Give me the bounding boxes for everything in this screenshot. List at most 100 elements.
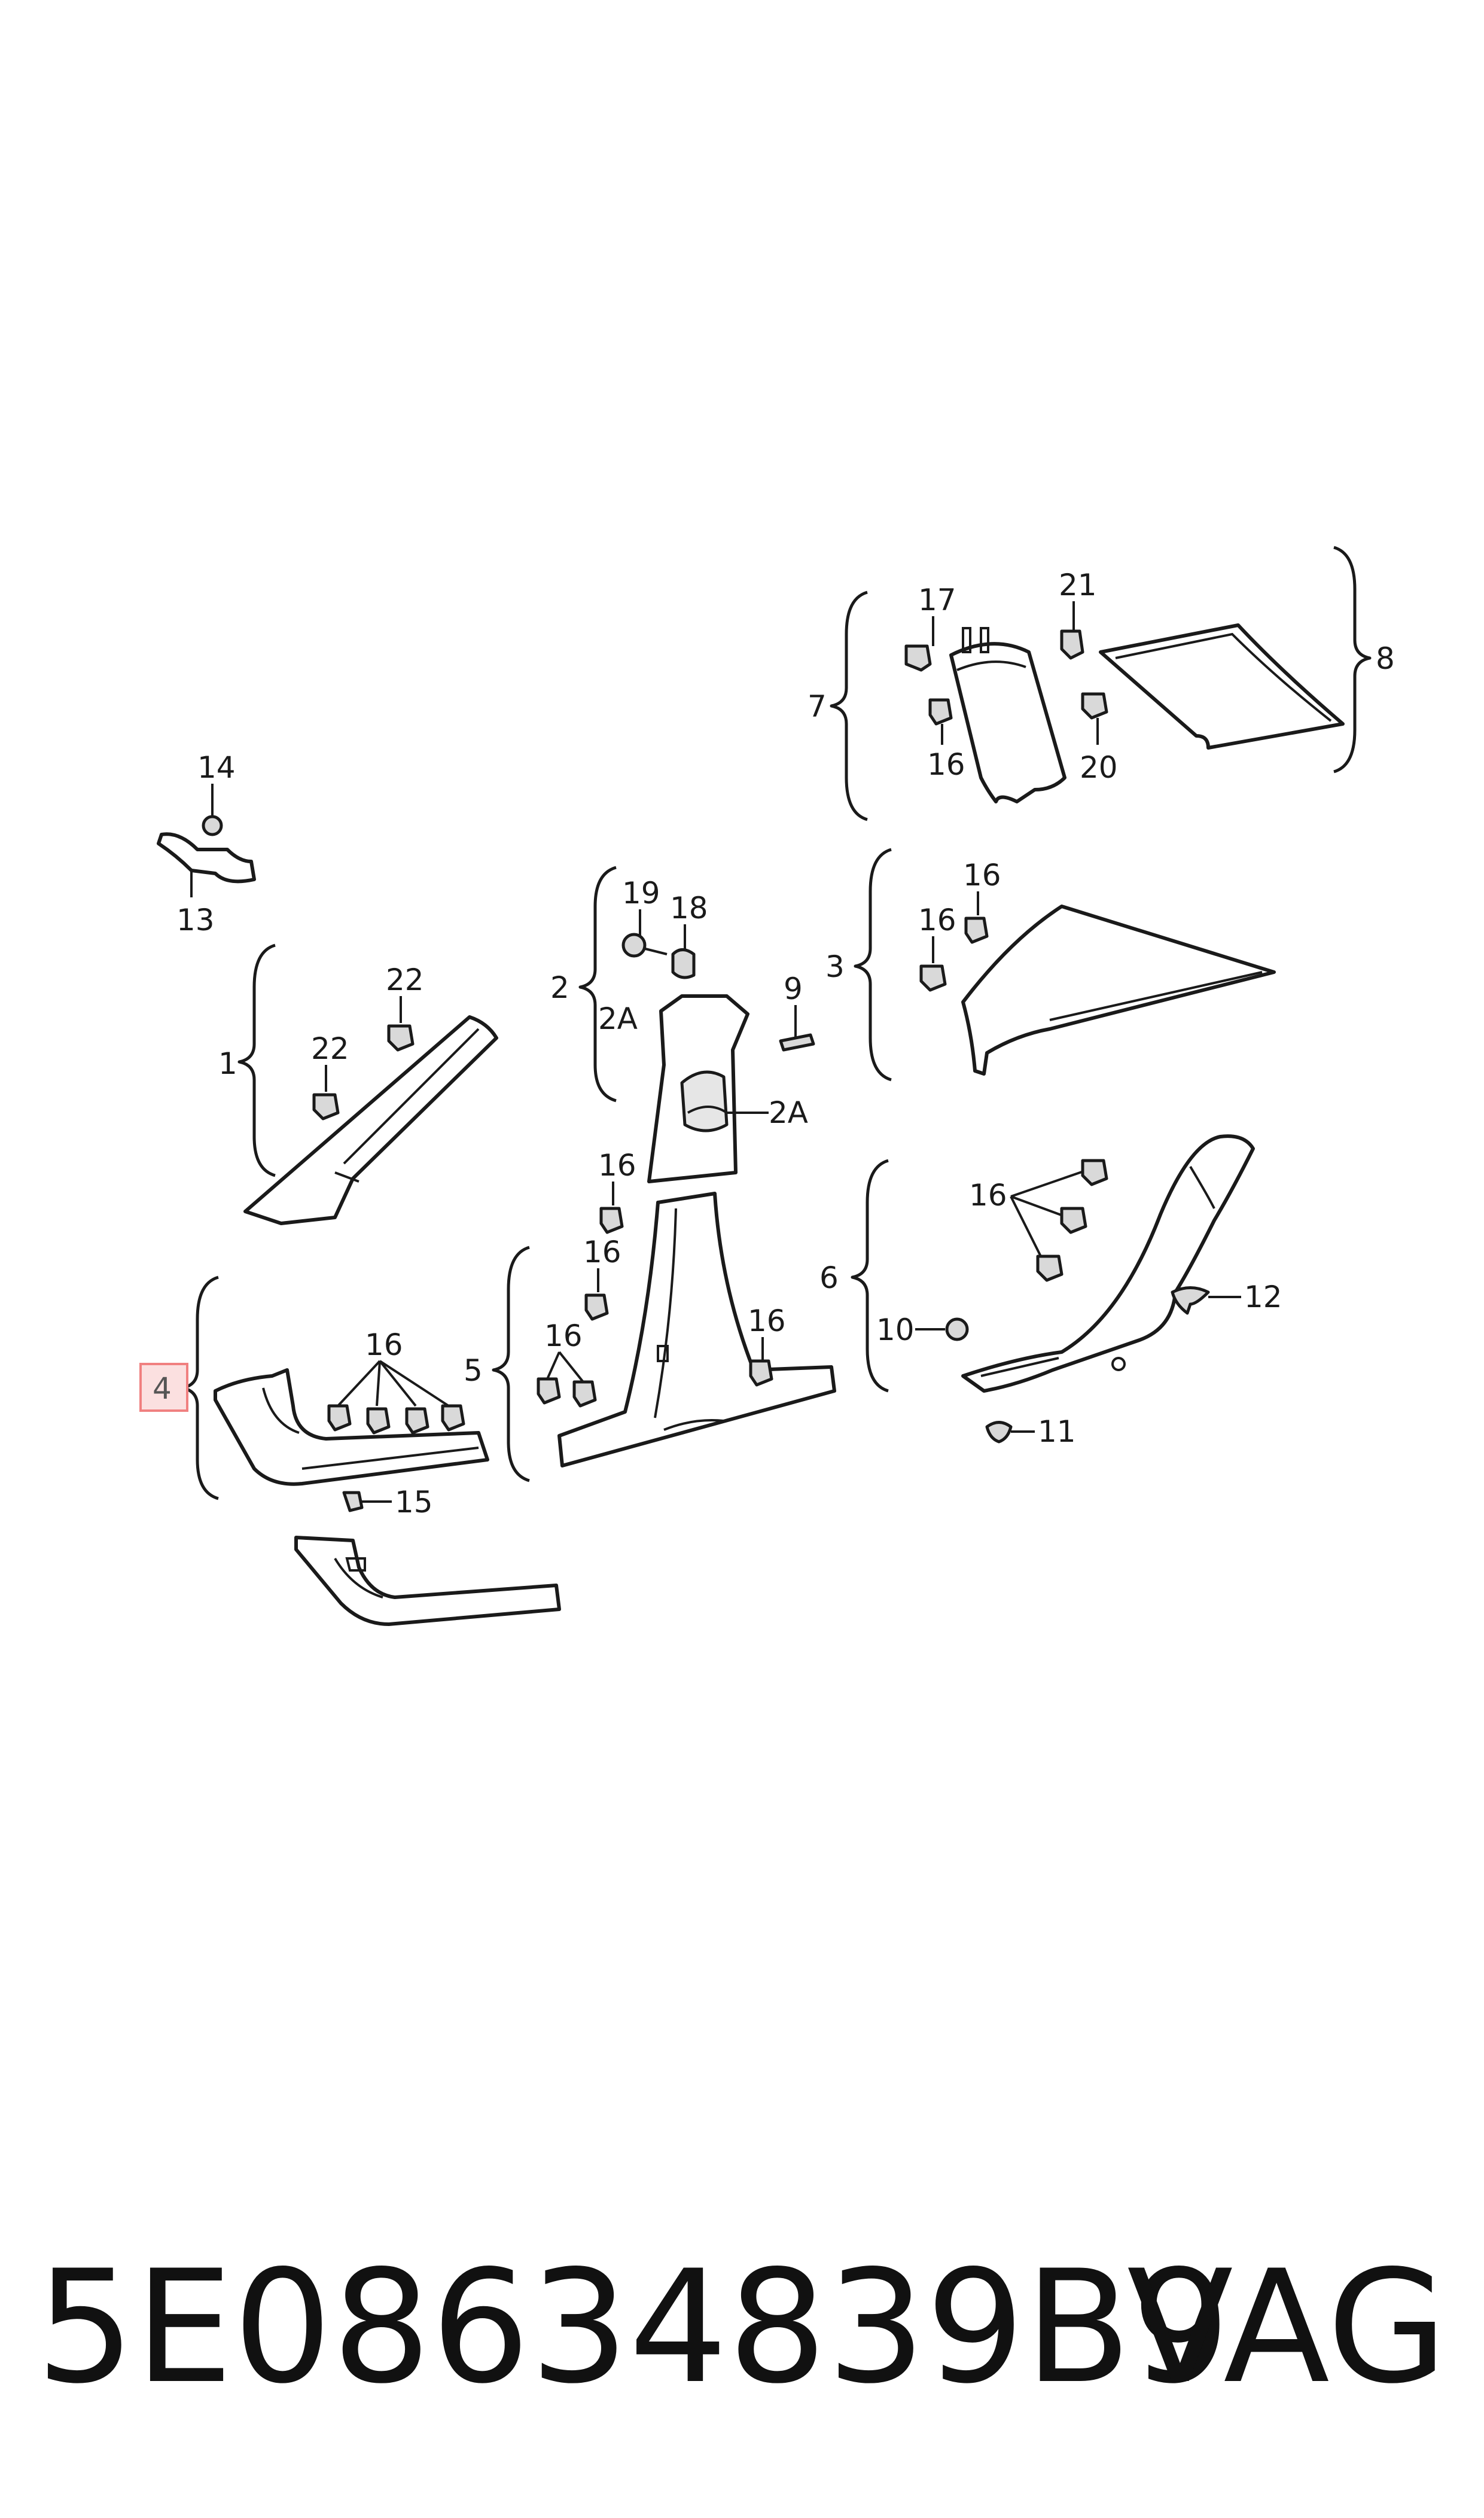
part-3-trim	[961, 905, 1276, 1076]
part-1-detail	[334, 1028, 480, 1183]
label-8: 8	[1376, 641, 1395, 676]
label-16-g3-mid: 16	[918, 903, 956, 937]
part-4-lower-detail	[334, 1557, 383, 1599]
clip-15	[342, 1491, 364, 1512]
label-13: 13	[176, 903, 215, 937]
clip-20	[1081, 692, 1108, 720]
part-7-trim	[949, 642, 1066, 803]
label-22-mid: 22	[311, 1031, 349, 1066]
leader-16-g4	[337, 1360, 450, 1407]
clip-12	[1171, 1286, 1210, 1315]
part-7-detail	[956, 660, 1026, 671]
brace-5	[492, 1246, 530, 1482]
label-20: 20	[1080, 750, 1118, 785]
screw-19-head	[621, 933, 647, 958]
clip-16-g4-d	[441, 1404, 465, 1432]
clip-16-g5-top	[599, 1207, 624, 1234]
clip-17	[904, 644, 932, 672]
part-4-detail	[262, 1387, 479, 1470]
clip-16-g5-mid	[584, 1293, 609, 1321]
part-number: 5E08634839B9	[36, 2237, 1230, 2418]
part-7-peg-a	[962, 627, 971, 653]
label-16-g4: 16	[365, 1327, 403, 1362]
clip-16-g4-c	[405, 1407, 429, 1435]
clip-22-top	[387, 1024, 415, 1052]
label-16-g5-mid: 16	[583, 1235, 621, 1269]
clip-16-g5-low-b	[572, 1380, 597, 1408]
brace-1	[237, 943, 276, 1177]
label-17: 17	[918, 583, 956, 617]
label-2A-right: 2A	[769, 1095, 808, 1130]
label-10: 10	[876, 1313, 915, 1347]
part-6-trim	[961, 1134, 1255, 1393]
clip-16-g3-mid	[919, 964, 947, 992]
part-6-hole	[1111, 1357, 1126, 1371]
part-5-detail	[654, 1208, 724, 1431]
label-21: 21	[1059, 568, 1097, 602]
label-15: 15	[395, 1485, 433, 1520]
clip-16-g3-top	[964, 917, 989, 944]
clip-16-g5-low-a	[537, 1377, 561, 1405]
part-13-bracket	[157, 832, 256, 884]
label-2: 2	[550, 970, 569, 1005]
label-2A-left: 2A	[598, 1001, 638, 1036]
label-3: 3	[825, 949, 845, 984]
label-7: 7	[807, 689, 827, 724]
part-2-pocket	[680, 1070, 729, 1132]
brand-name: VAG	[1127, 2237, 1448, 2418]
clip-16-g6-a	[1081, 1159, 1108, 1186]
leader-16-g5-low	[546, 1351, 584, 1383]
part-2-handle	[687, 1106, 728, 1114]
label-9: 9	[784, 972, 803, 1006]
label-18: 18	[670, 891, 708, 925]
clip-16-g5-right	[749, 1359, 773, 1387]
label-4: 4	[153, 1371, 172, 1406]
label-1: 1	[218, 1046, 237, 1081]
clip-16-g6-c	[1036, 1255, 1064, 1282]
highlight-box-4	[139, 1363, 188, 1412]
part-3-detail	[1049, 971, 1263, 1021]
label-5: 5	[464, 1353, 483, 1388]
part-4-lower-sill	[294, 1536, 561, 1626]
clip-16-g6-b	[1060, 1207, 1087, 1234]
label-16-g3-top: 16	[963, 858, 1001, 893]
part-8-trim	[1099, 623, 1345, 750]
label-16-g6: 16	[969, 1178, 1007, 1213]
brace-6	[851, 1159, 889, 1393]
part-5-slot	[657, 1345, 669, 1362]
clip-9	[779, 1033, 815, 1052]
label-11: 11	[1038, 1414, 1076, 1449]
clip-18	[671, 948, 696, 979]
clip-16-row7	[928, 698, 953, 726]
label-22-top: 22	[386, 963, 424, 997]
label-19: 19	[622, 876, 660, 911]
part-6-detail	[980, 1165, 1215, 1377]
brace-2	[578, 866, 617, 1103]
clip-16-g4-b	[366, 1407, 391, 1435]
bolt-14	[202, 815, 223, 836]
label-16-g5-low: 16	[544, 1319, 583, 1353]
label-16-g5-right: 16	[748, 1304, 786, 1338]
clip-16-g4-a	[327, 1404, 352, 1432]
label-6: 6	[819, 1260, 839, 1295]
brace-8	[1333, 546, 1372, 774]
brace-3	[854, 848, 892, 1082]
footer: 5E08634839B9 VAG	[36, 2237, 1459, 2429]
leader-16-g6	[1010, 1168, 1089, 1263]
screw-19-shaft	[642, 947, 668, 955]
label-16-row7: 16	[927, 747, 965, 782]
label-12: 12	[1244, 1280, 1282, 1314]
part-8-detail	[1115, 632, 1332, 722]
screw-10-head	[945, 1317, 969, 1341]
label-16-g5-top: 16	[598, 1148, 636, 1183]
part-7-peg-b	[980, 627, 989, 653]
clip-22-mid	[312, 1093, 340, 1121]
part-1-trim	[243, 1015, 498, 1225]
clip-11	[985, 1421, 1013, 1444]
part-5-trim	[557, 1192, 836, 1467]
clip-21	[1060, 629, 1084, 660]
label-14: 14	[197, 750, 236, 785]
brace-7	[830, 590, 868, 821]
